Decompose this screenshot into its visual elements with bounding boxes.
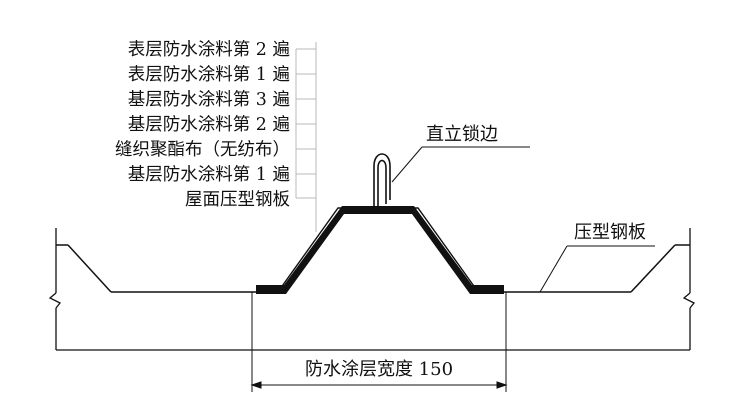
steel-sheet-profile (56, 207, 690, 293)
coating-thick (256, 206, 504, 294)
layer-label-4: 基层防水涂料第 2 遍 (128, 115, 290, 135)
sheet-callout (539, 245, 655, 293)
width-label: 防水涂层宽度 150 (305, 359, 453, 380)
layer-label-5: 缝织聚酯布（无纺布） (115, 140, 290, 160)
standing-seam (373, 153, 391, 212)
layer-label-6: 基层防水涂料第 1 遍 (128, 165, 290, 185)
sheet-label: 压型钢板 (574, 222, 646, 243)
layer-label-1: 表层防水涂料第 2 遍 (128, 40, 290, 60)
layer-label-7: 屋面压型钢板 (185, 190, 290, 210)
layer-label-2: 表层防水涂料第 1 遍 (128, 65, 290, 85)
layer-label-3: 基层防水涂料第 3 遍 (128, 90, 290, 110)
dimension-lines (250, 292, 508, 392)
seam-label: 直立锁边 (426, 124, 498, 145)
break-mark-left (48, 228, 62, 350)
layer-labels: 表层防水涂料第 2 遍 表层防水涂料第 1 遍 基层防水涂料第 3 遍 基层防水… (115, 40, 290, 210)
layer-leader (295, 42, 317, 232)
break-mark-right (682, 228, 696, 350)
seam-callout (391, 146, 530, 183)
